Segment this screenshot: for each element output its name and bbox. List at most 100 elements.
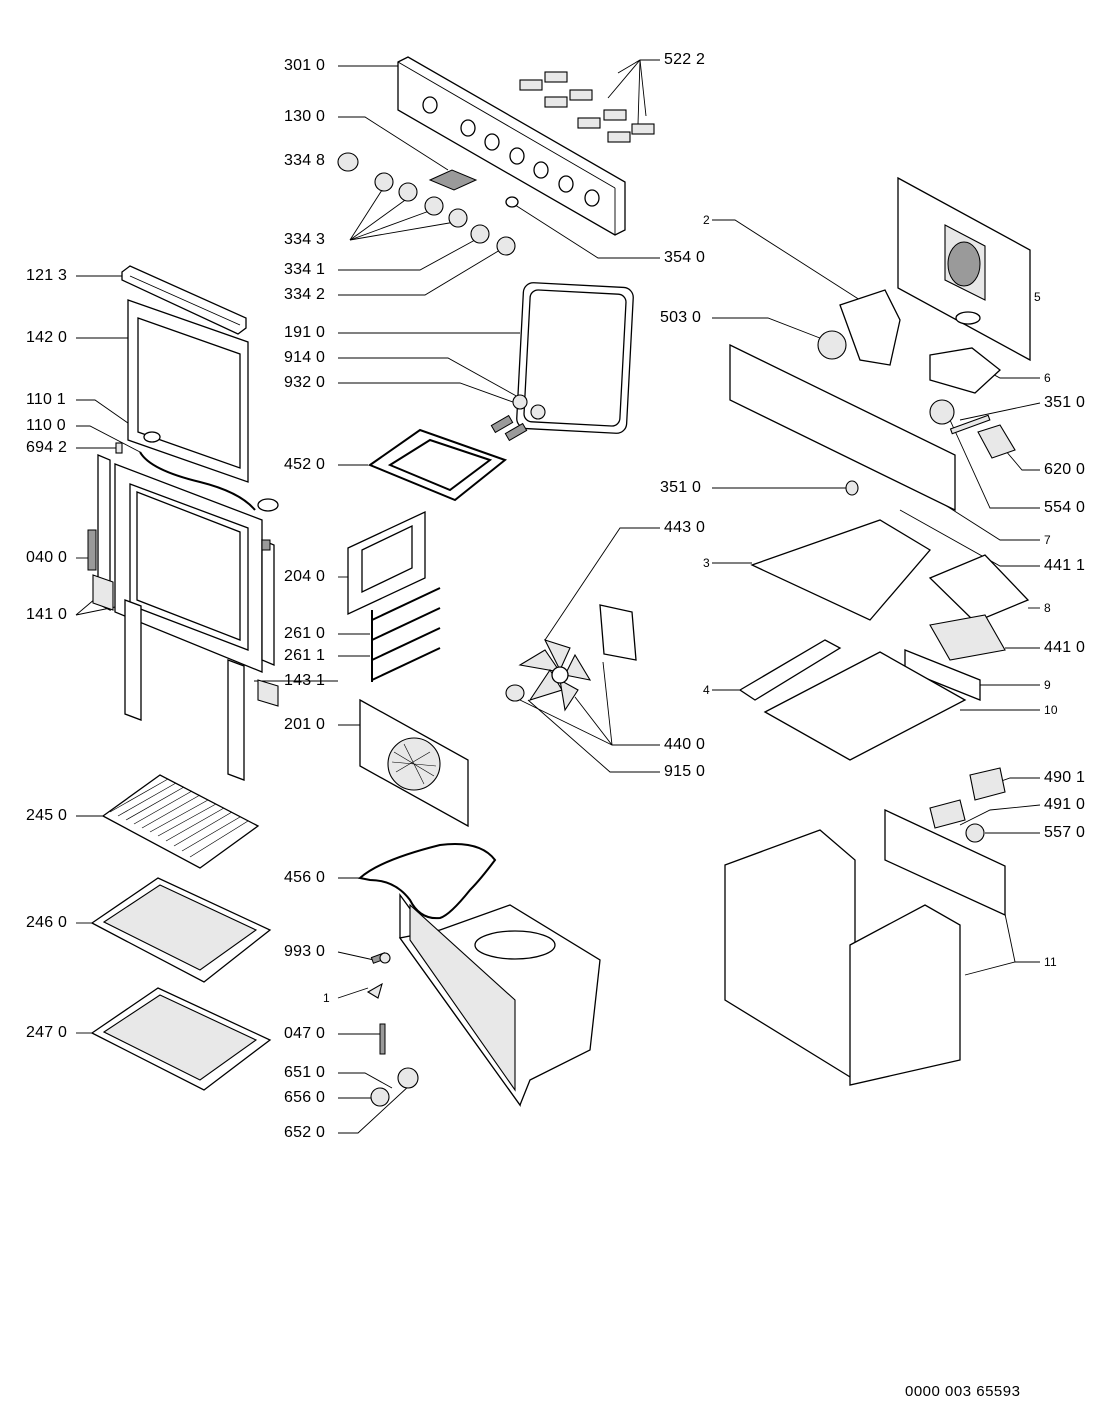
callout-6200: 620 0 [1044,461,1086,478]
callout-2611: 261 1 [284,647,326,664]
callout-2040: 204 0 [284,568,326,585]
callout-5222: 522 2 [664,51,706,68]
gas-valves [519,71,655,143]
timer-module [428,169,478,191]
motor-cover [839,289,901,366]
callout-4560: 456 0 [284,869,326,886]
callout-9140: 914 0 [284,349,326,366]
hinge-left [87,529,97,571]
junction-box [928,554,1030,623]
shelf-runners [371,587,441,682]
callout-5570: 557 0 [1044,824,1086,841]
callout-7: 7 [1044,533,1051,547]
callout-1101: 110 1 [26,391,66,408]
callout-3341: 334 1 [284,261,326,278]
grill-element [367,428,508,502]
callout-3510-a: 351 0 [1044,394,1086,411]
knob-3348 [337,152,359,172]
hinge-rod [139,451,256,511]
knob-6560 [370,1087,390,1107]
housing-right [849,904,961,1086]
top-cover-plate [750,519,931,621]
callout-1910: 191 0 [284,324,326,341]
callout-3010: 301 0 [284,57,326,74]
callout-3342: 334 2 [284,286,326,303]
leader-lines [75,59,1041,1134]
callout-4430: 443 0 [664,519,706,536]
callout-2010: 201 0 [284,716,326,733]
callout-2460: 246 0 [26,914,68,931]
callout-3348: 334 8 [284,152,326,169]
callout-2: 2 [703,213,710,227]
callout-0400: 040 0 [26,549,68,566]
callout-5540: 554 0 [1044,499,1086,516]
callout-6942: 694 2 [26,439,68,456]
callout-6: 6 [1044,371,1051,385]
callout-9320: 932 0 [284,374,326,391]
small-catch [115,442,123,454]
left-door-rail [97,454,111,612]
callout-2450: 245 0 [26,807,68,824]
side-strip-right [227,659,245,781]
cavity-internals [347,282,637,1108]
thermostat [929,399,955,425]
wire-shelf [101,774,260,869]
callout-9: 9 [1044,678,1051,692]
callout-6560: 656 0 [284,1089,326,1106]
housing-left [724,829,856,1082]
callout-4411: 441 1 [1044,557,1086,574]
callout-1300: 130 0 [284,108,326,125]
callout-4520: 452 0 [284,456,326,473]
indicator-lamp [505,196,519,208]
callout-4910: 491 0 [1044,796,1086,813]
callout-3510-b: 351 0 [660,479,702,496]
rail-strip [738,639,842,701]
callout-1410: 141 0 [26,606,68,623]
callout-6510: 651 0 [284,1064,326,1081]
callout-9930: 993 0 [284,943,326,960]
terminal-block [977,424,1016,459]
convection-fan [505,604,637,712]
callout-5: 5 [1034,290,1041,304]
callout-11: 11 [1044,955,1057,969]
callout-8: 8 [1044,601,1051,615]
control-back-panel [884,808,1006,917]
callout-3: 3 [703,556,710,570]
callout-1: 1 [323,991,330,1005]
control-panel-group [337,56,655,256]
door-assembly [87,265,279,781]
callout-3343: 334 3 [284,231,326,248]
knob-a [374,172,394,192]
callout-4410: 441 0 [1044,639,1086,656]
callout-10: 10 [1044,703,1058,717]
callout-4400: 440 0 [664,736,706,753]
racks-and-trays [90,774,272,1091]
fan-motor-503 [817,330,847,360]
side-strip-left [124,599,142,721]
hinge-right [257,679,279,707]
callout-2470: 247 0 [26,1024,68,1041]
callout-4: 4 [703,683,710,697]
bottom-plate [763,651,967,761]
callout-6520: 652 0 [284,1124,326,1141]
callout-0470: 047 0 [284,1025,326,1042]
callout-1100: 110 0 [26,417,66,434]
document-number: 0000 003 65593 [905,1383,1021,1400]
side-bracket [904,649,981,701]
callout-1420: 142 0 [26,329,68,346]
callout-4901: 490 1 [1044,769,1086,786]
thermostat-bracket [929,347,1002,394]
callout-2610: 261 0 [284,625,326,642]
cavity-frame [729,343,956,512]
glass-clip [143,431,161,443]
bottom-element [357,843,497,920]
fan-motor [599,604,637,661]
rear-components [724,176,1031,1086]
cord-clamp [929,614,1006,661]
callout-5030: 503 0 [660,309,702,326]
callout-3540: 354 0 [664,249,706,266]
callout-9150: 915 0 [664,763,706,780]
callout-1213: 121 3 [26,267,68,284]
